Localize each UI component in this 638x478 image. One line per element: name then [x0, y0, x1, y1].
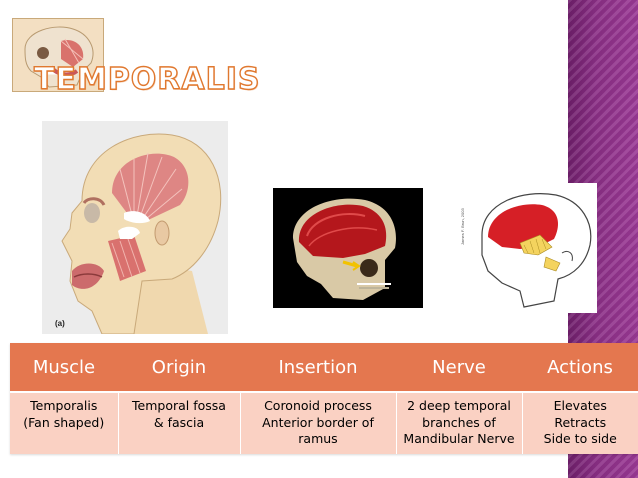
table-row: Temporalis (Fan shaped) Temporal fossa &…	[10, 392, 638, 454]
cell-line: (Fan shaped)	[23, 414, 105, 430]
header-muscle: Muscle	[10, 343, 118, 393]
cell-insertion: Coronoid process Anterior border of ramu…	[239, 392, 396, 454]
table-header-row: Muscle Origin Insertion Nerve Actions	[10, 343, 638, 393]
header-actions: Actions	[522, 343, 638, 393]
header-origin: Origin	[118, 343, 240, 393]
header-insertion: Insertion	[240, 343, 396, 393]
skull-outline-temporalis-image: James F. Brun, 2003	[458, 183, 597, 313]
cell-line: 2 deep temporal	[407, 398, 511, 413]
cell-origin: Temporal fossa & fascia	[117, 392, 240, 454]
cell-muscle: Temporalis (Fan shaped)	[10, 392, 118, 454]
cell-line: ramus	[298, 431, 338, 446]
cell-line: Side to side	[543, 431, 617, 446]
cell-line: branches of	[422, 414, 496, 430]
header-nerve: Nerve	[396, 343, 522, 393]
cell-line: Coronoid process	[264, 398, 372, 413]
slide-title: TEMPORALIS	[33, 61, 261, 97]
figure-a-label: (a)	[55, 319, 65, 328]
cell-line: Retracts	[554, 414, 607, 430]
lateral-head-muscles-image: (a)	[42, 121, 228, 334]
cell-line: & fascia	[153, 414, 205, 430]
skull-thumbnail-image	[12, 18, 104, 92]
muscle-info-table: Muscle Origin Insertion Nerve Actions Te…	[10, 343, 638, 454]
cell-line: Mandibular Nerve	[403, 431, 515, 446]
cell-line: Temporalis	[30, 398, 98, 413]
cell-line: Temporal fossa	[132, 398, 226, 413]
cell-nerve: 2 deep temporal branches of Mandibular N…	[395, 392, 522, 454]
skull-3d-render-image	[273, 188, 423, 308]
cell-line: Elevates	[553, 398, 607, 413]
cell-line: Anterior border of	[262, 414, 374, 430]
cell-actions: Elevates Retracts Side to side	[521, 392, 638, 454]
image-credit-text: James F. Brun, 2003	[460, 208, 465, 245]
